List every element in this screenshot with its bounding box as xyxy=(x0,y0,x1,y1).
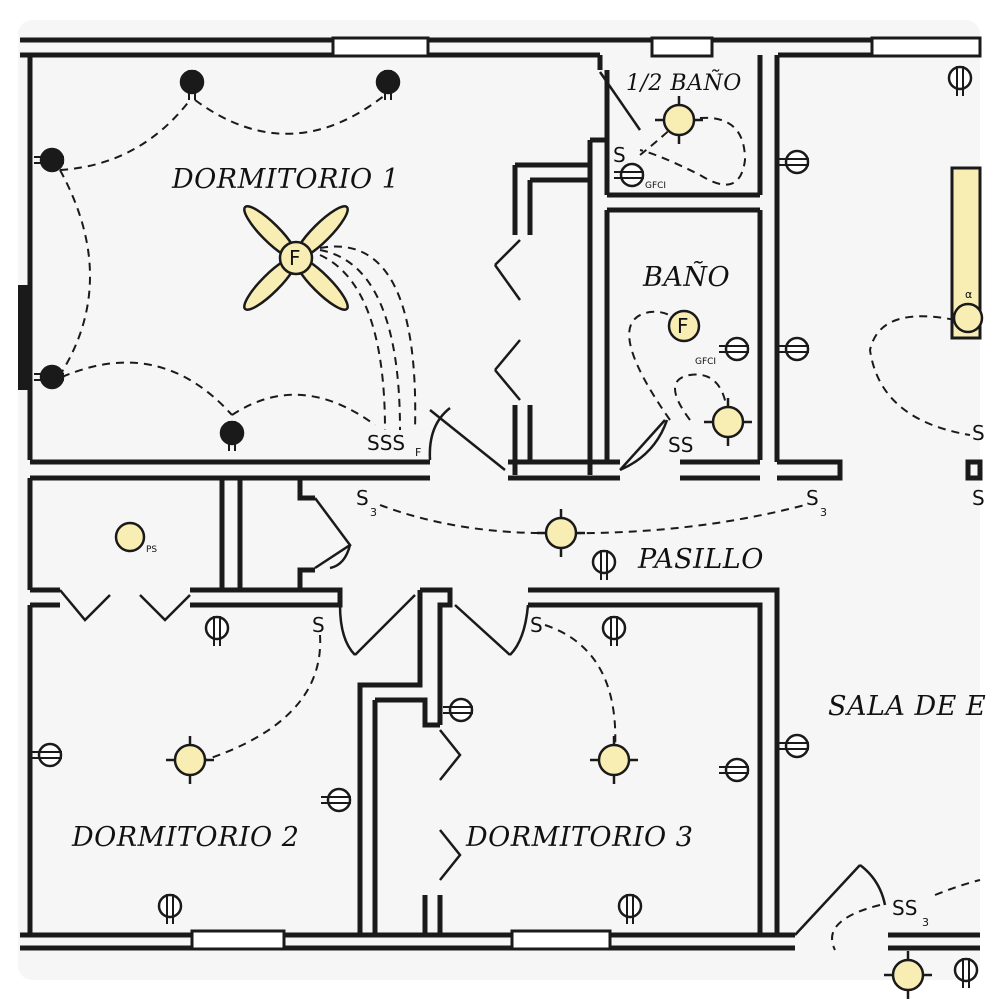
duplex-receptacle-icon xyxy=(779,733,810,759)
duplex-receptacle-icon xyxy=(443,697,474,723)
ceiling-light-icon xyxy=(704,398,752,446)
doors xyxy=(59,71,887,936)
room-label-dormitorio-3: DORMITORIO 3 xyxy=(465,822,693,853)
fan-label: F xyxy=(289,246,301,270)
switch-dorm3: S xyxy=(530,613,543,637)
bath-fan-icon: F xyxy=(667,309,701,343)
switch-sss: SSS xyxy=(367,431,405,455)
ceiling-light-icon xyxy=(166,736,214,784)
ps-label: PS xyxy=(146,545,157,555)
switch-s3-right-sub: 3 xyxy=(820,506,827,519)
switch-dorm2: S xyxy=(312,613,325,637)
switch-sala-right-1: S xyxy=(972,421,985,445)
ceiling-light-icon xyxy=(655,96,703,144)
alpha-fixture-icon: α xyxy=(952,288,984,334)
duplex-receptacle-icon xyxy=(601,615,627,646)
switch-s3-right: S xyxy=(806,486,819,510)
ceiling-lights xyxy=(166,96,932,999)
switch-bath-ss: SS xyxy=(668,433,693,457)
switch-s3-left-sub: 3 xyxy=(370,506,377,519)
room-label-sala: SALA DE E xyxy=(828,691,986,722)
switch-f-subscript: F xyxy=(415,446,421,459)
room-label-dormitorio-2: DORMITORIO 2 xyxy=(71,822,299,853)
gfci-label-half-bath: GFCI xyxy=(645,181,666,191)
duplex-receptacle-icon xyxy=(219,420,245,451)
gfci-label-bath: GFCI xyxy=(695,357,716,367)
left-wall-window xyxy=(18,285,30,390)
switch-s3-left: S xyxy=(356,486,369,510)
switch-sala-right-2: S xyxy=(972,486,985,510)
windows xyxy=(190,36,982,951)
ceiling-light-icon xyxy=(537,509,585,557)
duplex-receptacle-icon xyxy=(34,364,65,390)
duplex-receptacle-icon xyxy=(591,549,617,580)
duplex-receptacle-icon xyxy=(617,893,643,924)
duplex-receptacle-icon xyxy=(779,149,810,175)
room-label-medio-bano: 1/2 BAÑO xyxy=(626,68,742,96)
duplex-receptacle-icon xyxy=(34,147,65,173)
duplex-receptacle-icon xyxy=(719,757,750,783)
duplex-receptacle-icon xyxy=(719,336,750,362)
switches: SSS F S SS S 3 S 3 S S SS 3 S S xyxy=(312,143,985,929)
receptacles xyxy=(32,65,979,988)
ceiling-fan-icon: F xyxy=(243,205,349,311)
bath-fan-label: F xyxy=(677,314,689,338)
ps-light-icon: PS xyxy=(114,521,157,555)
room-label-bano: BAÑO xyxy=(642,259,730,293)
walls xyxy=(18,37,983,951)
duplex-receptacle-icon xyxy=(375,69,401,100)
duplex-receptacle-icon xyxy=(947,65,973,96)
duplex-receptacle-icon xyxy=(321,787,352,813)
duplex-receptacle-icon xyxy=(204,615,230,646)
plan-background xyxy=(18,20,980,980)
room-label-dormitorio-1: DORMITORIO 1 xyxy=(171,164,399,195)
room-label-pasillo: PASILLO xyxy=(637,544,764,575)
duplex-receptacle-icon xyxy=(179,69,205,100)
duplex-receptacle-icon xyxy=(953,957,979,988)
ceiling-light-icon xyxy=(590,736,638,784)
duplex-receptacle-icon xyxy=(614,162,645,188)
duplex-receptacle-icon xyxy=(32,742,63,768)
duplex-receptacle-icon xyxy=(779,336,810,362)
switch-sala-sub: 3 xyxy=(922,916,929,929)
alpha-label: α xyxy=(965,288,972,301)
switch-half-bath: S xyxy=(613,143,626,167)
ceiling-light-icon xyxy=(884,951,932,999)
duplex-receptacle-icon xyxy=(157,893,183,924)
switch-sala-ss: SS xyxy=(892,896,917,920)
